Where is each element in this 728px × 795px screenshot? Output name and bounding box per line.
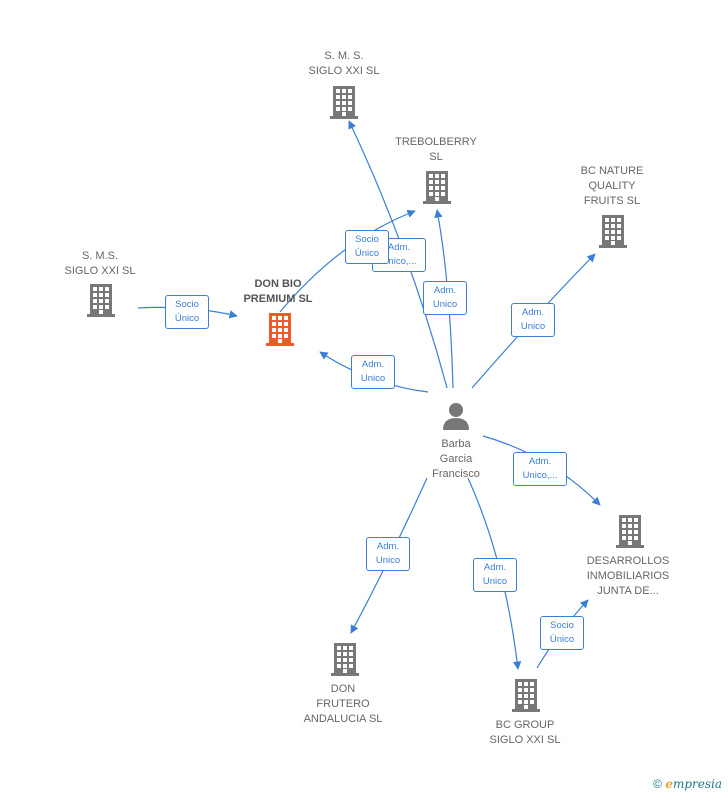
edge-label-socio-unico-bcgroup[interactable]: Socio Único <box>540 616 584 650</box>
node-label-donbio[interactable]: DON BIO PREMIUM SL <box>243 278 313 305</box>
node-label-bcgroup[interactable]: BC GROUP SIGLO XXI SL <box>489 719 561 746</box>
building-icon-sms-top[interactable] <box>330 86 358 119</box>
node-label-trebolberry[interactable]: TREBOLBERRY SL <box>395 136 477 163</box>
brand-name: mpresia <box>672 777 722 791</box>
node-label-sms-top[interactable]: S. M. S. SIGLO XXI SL <box>308 50 380 77</box>
edge-donbio-trebolberry <box>279 209 416 313</box>
edge-label-socio-unico-top[interactable]: Socio Único <box>345 230 389 264</box>
edge-label-adm-unico-donbio[interactable]: Adm. Unico <box>351 355 395 389</box>
empresia-logo: © empresia <box>653 777 722 791</box>
node-label-frutero[interactable]: DON FRUTERO ANDALUCIA SL <box>303 683 383 725</box>
copyright-symbol: © <box>653 777 662 791</box>
node-label-bcnature[interactable]: BC NATURE QUALITY FRUITS SL <box>580 165 644 207</box>
edge-label-adm-unico-treb[interactable]: Adm. Unico <box>423 281 467 315</box>
building-icon-frutero[interactable] <box>331 643 359 676</box>
node-label-person[interactable]: Barba Garcia Francisco <box>432 438 480 480</box>
building-icon-smsleft[interactable] <box>87 284 115 317</box>
person-icon[interactable] <box>443 403 469 430</box>
building-icon-desarrollos[interactable] <box>616 515 644 548</box>
building-icon-bcnature[interactable] <box>599 215 627 248</box>
building-icon-trebolberry[interactable] <box>423 171 451 204</box>
node-label-smsleft[interactable]: S. M.S. SIGLO XXI SL <box>64 250 136 277</box>
edge-label-adm-unico-trunc-des[interactable]: Adm. Unico,... <box>513 452 567 486</box>
building-icon-bcgroup[interactable] <box>512 679 540 712</box>
edge-label-socio-unico-left[interactable]: Socio Único <box>165 295 209 329</box>
building-icon-donbio[interactable] <box>266 313 294 346</box>
edge-label-adm-unico-bcgroup[interactable]: Adm. Unico <box>473 558 517 592</box>
edge-label-adm-unico-bcnature[interactable]: Adm. Unico <box>511 303 555 337</box>
node-label-desarrollos[interactable]: DESARROLLOS INMOBILIARIOS JUNTA DE... <box>586 555 670 597</box>
edge-label-adm-unico-frutero[interactable]: Adm. Unico <box>366 537 410 571</box>
brand-e: e <box>665 777 673 791</box>
